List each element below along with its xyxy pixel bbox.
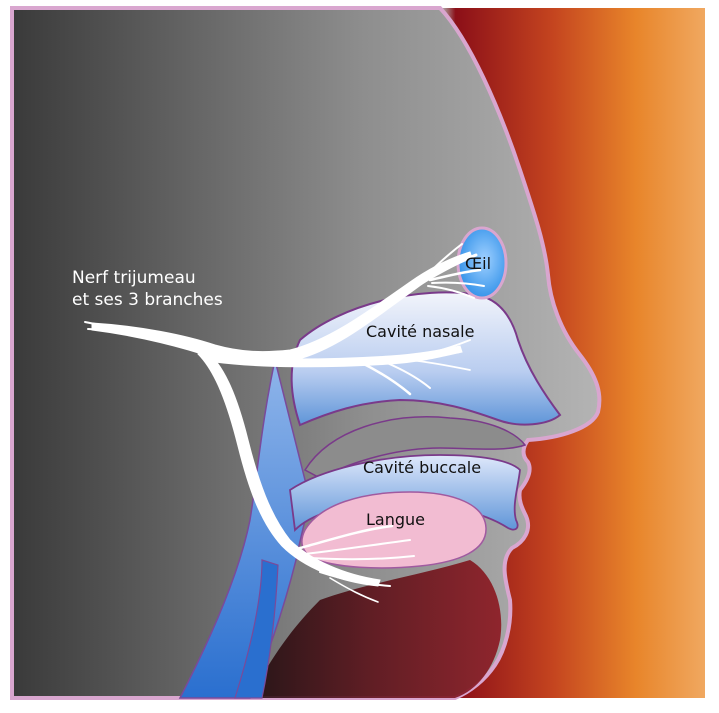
esophagus-channel [234,559,279,699]
label-eye: Œil [465,254,491,273]
label-nerve-line1: Nerf trijumeau [72,268,196,288]
label-tongue: Langue [366,510,425,529]
nerve-maxillary-branch [214,345,463,368]
hard-palate [303,416,527,479]
trigeminal-nerve [84,243,485,603]
label-nerve-line2: et ses 3 branches [72,290,223,310]
label-nasal-cavity: Cavité nasale [366,322,474,341]
neck-region [250,560,502,698]
label-oral-cavity: Cavité buccale [363,458,481,477]
nerve-mandibular-branch [197,349,381,587]
